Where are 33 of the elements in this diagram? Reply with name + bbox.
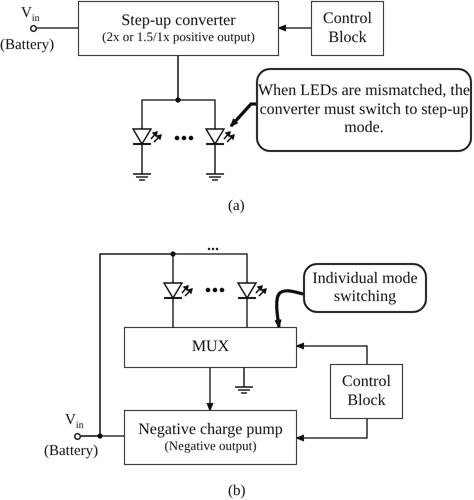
- arrow: [230, 102, 256, 128]
- terminal-label: V$_{in}$: [65, 413, 84, 431]
- arrow: [278, 24, 311, 32]
- wire: [81, 253, 248, 437]
- block-label: Control Block: [341, 373, 392, 410]
- block-box: [330, 364, 403, 419]
- block-box: [311, 1, 384, 56]
- block-label: Negative charge pump: [138, 420, 283, 440]
- block-box: [78, 1, 279, 56]
- subfigure-label: (b): [228, 484, 246, 499]
- subfigure-label: (a): [228, 199, 245, 214]
- wire: [177, 56, 216, 126]
- terminal-label: V$_{in}$: [21, 6, 40, 24]
- arrow: [274, 289, 304, 328]
- arrow: [206, 368, 214, 412]
- block-label: Step-up converter: [121, 12, 236, 30]
- wire: [172, 302, 174, 327]
- callout-box: [303, 263, 427, 313]
- wire: [246, 302, 248, 327]
- block-box: [124, 410, 297, 465]
- arrow: [296, 419, 368, 442]
- terminal-label: (Battery): [44, 444, 98, 459]
- arrow: [296, 342, 368, 364]
- wire: [37, 27, 78, 29]
- terminal-label: (Battery): [0, 38, 54, 53]
- block-label: MUX: [192, 338, 230, 357]
- callout-text: When LEDs are mismatched, the converter must switch to step-up mode.: [258, 82, 470, 138]
- block-label: (2x or 1.5/1x positive output): [102, 30, 255, 46]
- callout-text: Individual mode switching: [311, 270, 419, 306]
- block-box: [124, 327, 297, 368]
- callout-box: [256, 68, 472, 152]
- block-label: (Negative output): [164, 439, 257, 454]
- block-label: Control Block: [322, 10, 373, 47]
